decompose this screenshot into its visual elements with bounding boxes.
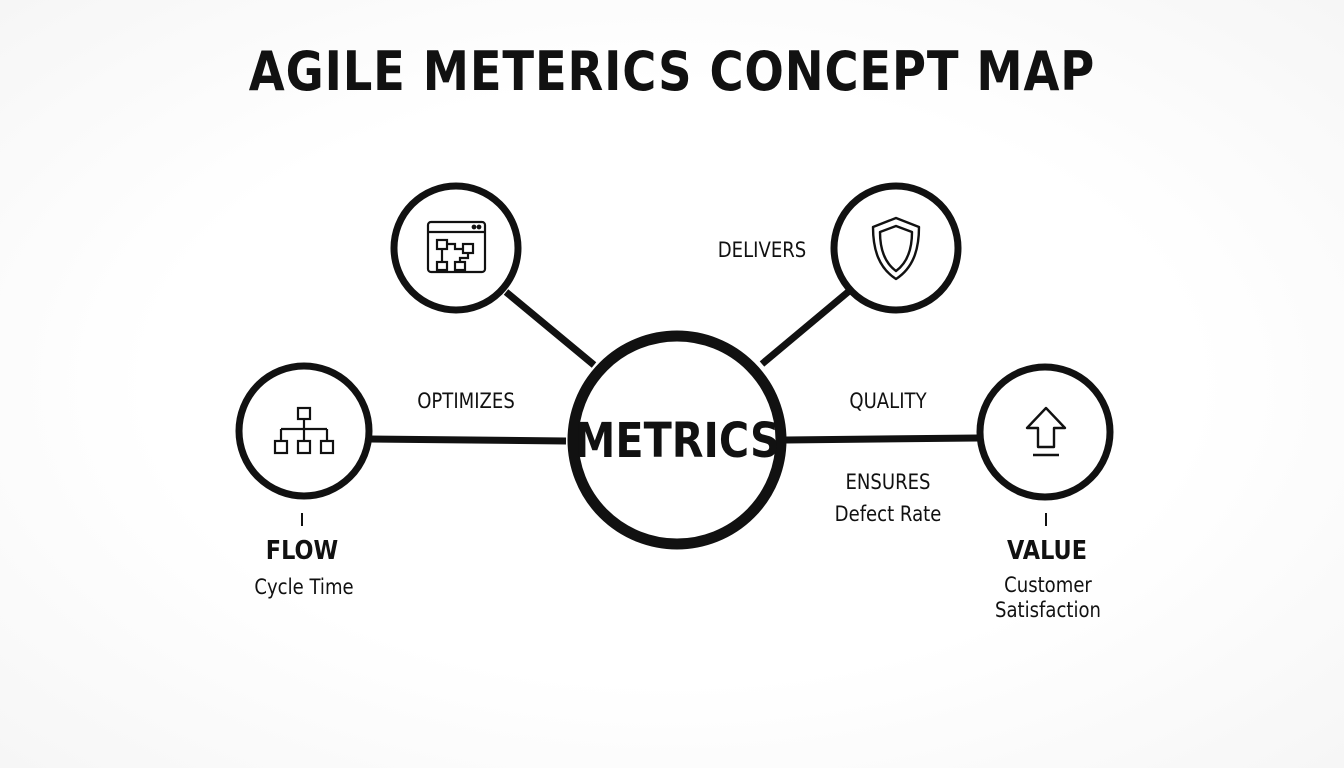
shield-icon xyxy=(871,216,921,281)
center-node xyxy=(567,330,787,550)
connector-delivery xyxy=(759,289,851,367)
hierarchy-icon xyxy=(273,406,335,455)
flow-detail: Cycle Time xyxy=(254,575,354,599)
delivery-node xyxy=(830,182,962,314)
workflow-window-icon xyxy=(426,220,487,274)
edge-label-delivers: DELIVERS xyxy=(717,238,807,262)
process-node xyxy=(390,182,522,314)
connector-process xyxy=(503,289,597,368)
value-detail-line-1: Customer xyxy=(1004,573,1092,597)
connector-flow xyxy=(369,435,567,445)
flow-node xyxy=(235,362,373,500)
center-node-label: METRICS xyxy=(574,413,780,469)
arrow-up-icon xyxy=(1025,406,1067,457)
edge-label-quality: QUALITY xyxy=(849,389,927,413)
flow-heading: FLOW xyxy=(265,536,339,566)
value-detail-line-2: Satisfaction xyxy=(995,598,1101,622)
flow-tick xyxy=(301,513,303,526)
value-tick xyxy=(1045,513,1047,526)
page-title: AGILE METERICS CONCEPT MAP xyxy=(248,40,1096,103)
edge-label-optimizes: OPTIMIZES xyxy=(417,389,515,413)
quality-note-verb: ENSURES xyxy=(845,470,931,494)
quality-note-metric: Defect Rate xyxy=(834,502,942,526)
value-heading: VALUE xyxy=(1007,536,1087,566)
value-node xyxy=(976,363,1114,501)
connector-value xyxy=(785,434,979,444)
